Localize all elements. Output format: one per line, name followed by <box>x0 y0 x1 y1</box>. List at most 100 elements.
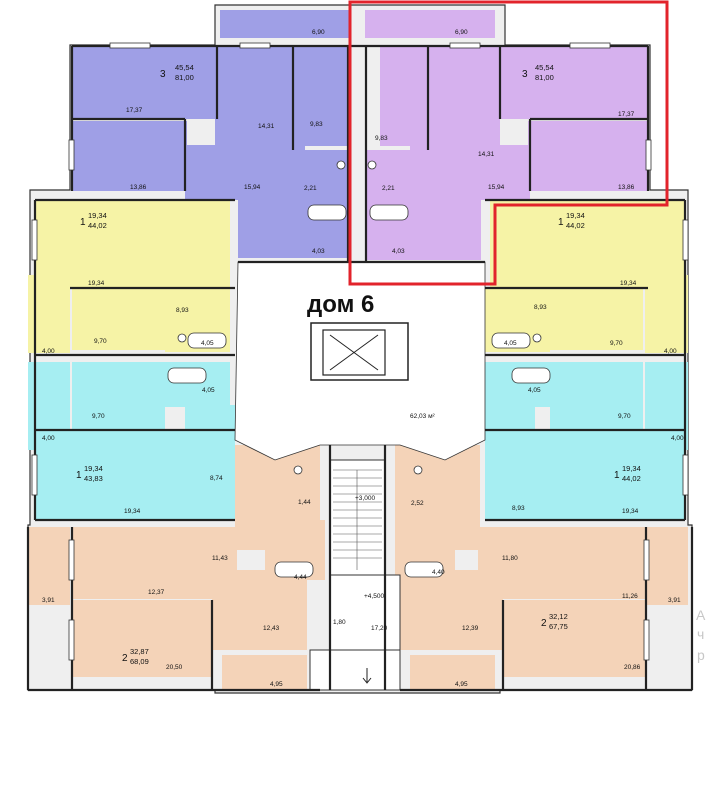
svg-text:2: 2 <box>122 653 128 664</box>
svg-text:9,70: 9,70 <box>94 338 107 345</box>
apartment-w2 <box>28 362 235 520</box>
apt-label-sw: 2 32,87 68,09 <box>122 647 149 666</box>
house-title: дом 6 <box>307 291 374 318</box>
walls <box>26 44 694 692</box>
se-room <box>503 600 646 677</box>
e1-room <box>485 288 550 310</box>
svg-text:4,05: 4,05 <box>202 387 215 394</box>
sw-balcony <box>28 527 70 605</box>
svg-text:44,02: 44,02 <box>566 221 585 230</box>
svg-text:8,93: 8,93 <box>512 505 525 512</box>
svg-text:4,05: 4,05 <box>528 387 541 394</box>
svg-text:4,00: 4,00 <box>671 435 684 442</box>
apartment-sw <box>28 445 325 689</box>
apartment-e2 <box>485 362 688 520</box>
sw-room <box>212 570 307 650</box>
svg-text:А: А <box>696 607 706 623</box>
svg-text:19,34: 19,34 <box>84 464 103 473</box>
nw-bath <box>305 150 348 198</box>
svg-text:4,40: 4,40 <box>432 569 445 576</box>
nw-room <box>72 121 187 191</box>
svg-text:1: 1 <box>76 470 82 481</box>
svg-text:9,70: 9,70 <box>610 340 623 347</box>
svg-text:44,02: 44,02 <box>88 221 107 230</box>
e2-room <box>550 362 643 430</box>
svg-text:19,34: 19,34 <box>88 280 105 287</box>
w1-room <box>72 288 165 350</box>
svg-text:17,37: 17,37 <box>126 107 143 114</box>
svg-text:45,54: 45,54 <box>175 63 194 72</box>
side-text: А ч р <box>696 607 706 663</box>
svg-text:2,21: 2,21 <box>304 185 317 192</box>
svg-text:4,95: 4,95 <box>270 681 283 688</box>
se-room <box>478 527 646 599</box>
apt-label-nw: 3 45,54 81,00 <box>160 63 194 82</box>
svg-text:32,87: 32,87 <box>130 647 149 656</box>
svg-text:4,00: 4,00 <box>42 348 55 355</box>
svg-text:2,52: 2,52 <box>411 500 424 507</box>
svg-text:12,37: 12,37 <box>148 589 165 596</box>
apartment-e1 <box>485 200 688 353</box>
e1-room <box>490 200 685 288</box>
svg-text:6,90: 6,90 <box>455 29 468 36</box>
w1-room <box>165 288 230 310</box>
svg-text:14,31: 14,31 <box>258 123 275 130</box>
apt-label-e1: 1 19,34 44,02 <box>558 211 585 230</box>
svg-text:1: 1 <box>80 217 86 228</box>
apt-label-se: 2 32,12 67,75 <box>541 612 568 631</box>
svg-text:ч: ч <box>697 626 704 642</box>
windows <box>31 42 689 661</box>
apartment-w1 <box>28 200 230 353</box>
highlight-frame <box>348 0 669 286</box>
svg-text:3: 3 <box>522 69 528 80</box>
svg-text:15,94: 15,94 <box>244 184 261 191</box>
svg-text:19,34: 19,34 <box>88 211 107 220</box>
svg-text:4,03: 4,03 <box>312 248 325 255</box>
svg-text:43,83: 43,83 <box>84 474 103 483</box>
svg-text:4,03: 4,03 <box>392 248 405 255</box>
svg-text:14,31: 14,31 <box>478 151 495 158</box>
nw-room <box>72 46 217 119</box>
svg-text:3: 3 <box>160 69 166 80</box>
svg-text:8,93: 8,93 <box>176 307 189 314</box>
svg-text:12,39: 12,39 <box>462 625 479 632</box>
svg-text:19,34: 19,34 <box>622 464 641 473</box>
svg-text:81,00: 81,00 <box>175 73 194 82</box>
svg-text:44,02: 44,02 <box>622 474 641 483</box>
svg-text:6,90: 6,90 <box>312 29 325 36</box>
svg-text:15,94: 15,94 <box>488 184 505 191</box>
apartment-nw <box>72 10 350 258</box>
svg-text:68,09: 68,09 <box>130 657 149 666</box>
svg-text:9,83: 9,83 <box>375 135 388 142</box>
svg-text:9,70: 9,70 <box>92 413 105 420</box>
svg-text:67,75: 67,75 <box>549 622 568 631</box>
svg-text:4,00: 4,00 <box>42 435 55 442</box>
svg-text:9,83: 9,83 <box>310 121 323 128</box>
nw-room <box>293 46 348 146</box>
svg-text:19,34: 19,34 <box>620 280 637 287</box>
ne-room <box>528 121 648 191</box>
w2-room <box>185 405 235 450</box>
svg-text:+3,000: +3,000 <box>355 495 375 502</box>
svg-text:8,74: 8,74 <box>210 475 223 482</box>
apartment-ne <box>365 10 648 260</box>
nw-room <box>215 46 295 159</box>
ne-bath <box>366 150 411 198</box>
svg-text:2,21: 2,21 <box>382 185 395 192</box>
e1-room <box>550 288 643 350</box>
svg-text:11,43: 11,43 <box>212 555 228 562</box>
sw-balcony <box>222 655 307 689</box>
ne-room <box>428 46 500 159</box>
apt-label-w2: 1 19,34 43,83 <box>76 464 103 483</box>
nw-balcony <box>220 10 350 38</box>
svg-text:13,86: 13,86 <box>618 184 635 191</box>
svg-text:20,50: 20,50 <box>166 664 183 671</box>
se-room <box>400 570 503 650</box>
w1-room <box>35 200 230 288</box>
svg-text:4,00: 4,00 <box>664 348 677 355</box>
svg-text:1,80: 1,80 <box>333 619 346 626</box>
se-balcony <box>646 527 688 605</box>
svg-text:62,03 м²: 62,03 м² <box>410 413 436 420</box>
sw-room <box>72 527 237 599</box>
